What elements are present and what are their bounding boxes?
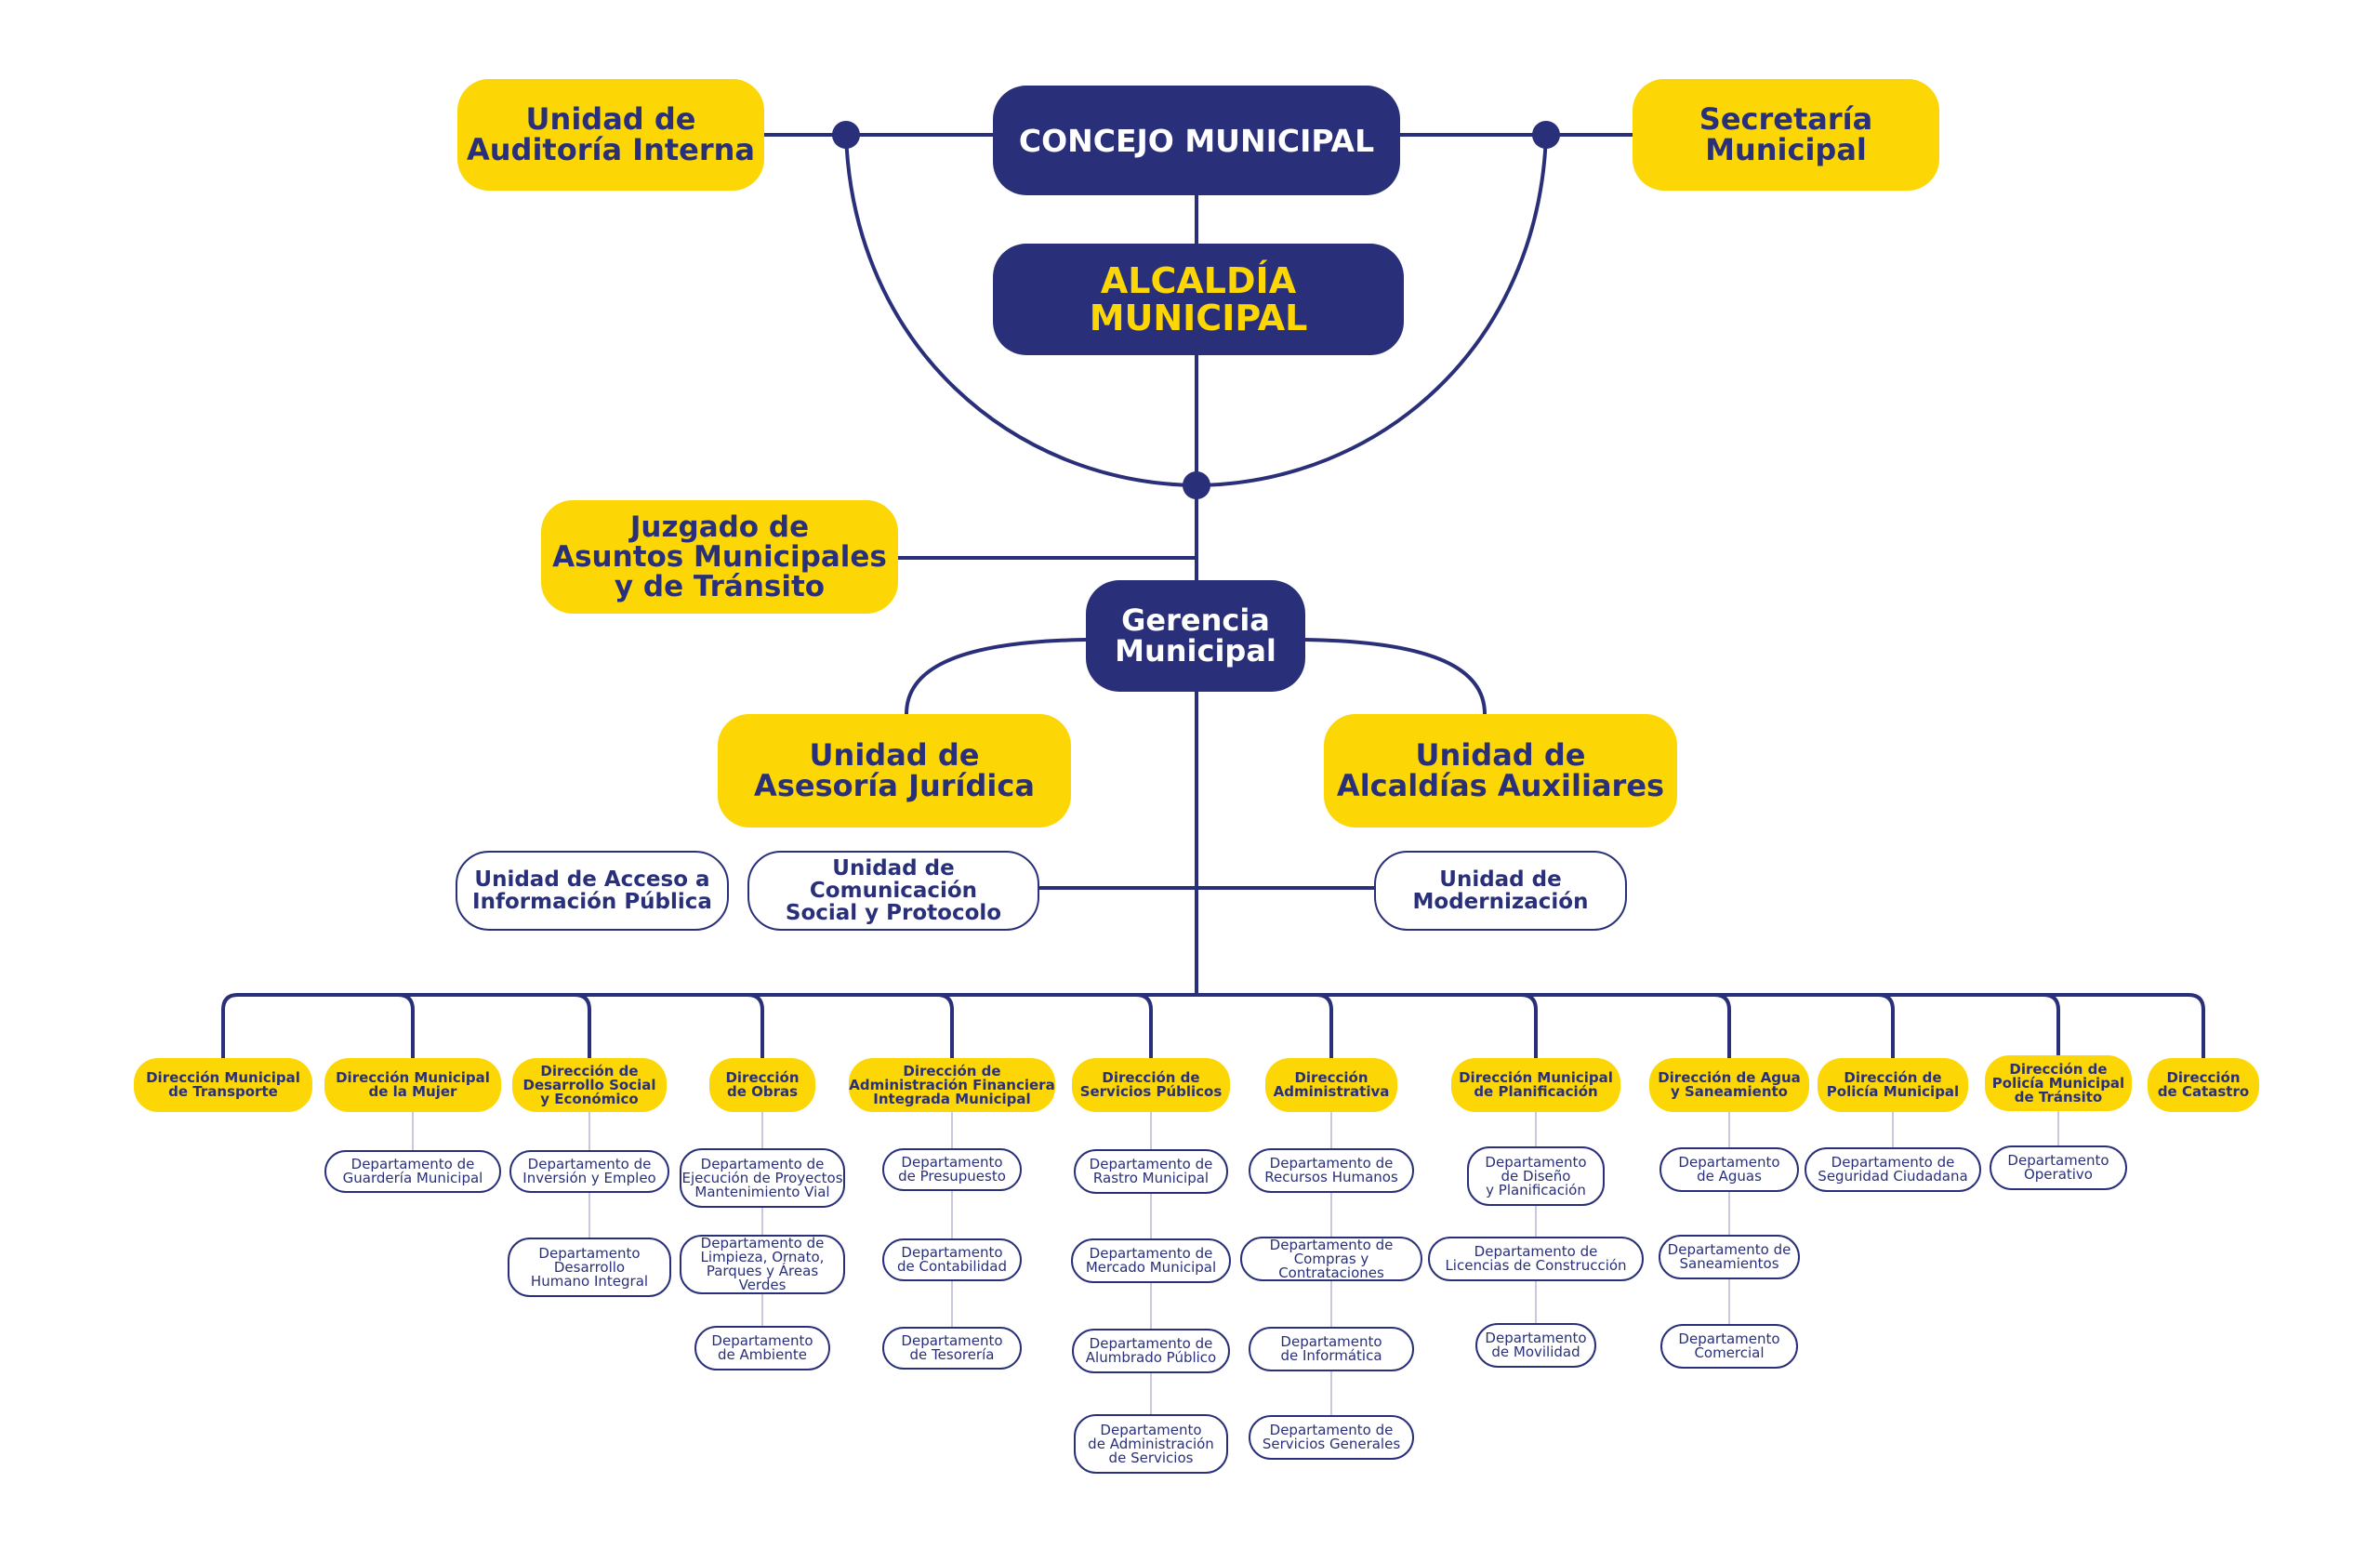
department-box: Departamento de Tesorería bbox=[882, 1327, 1022, 1370]
department-box: Departamento de Inversión y Empleo bbox=[509, 1150, 669, 1193]
department-box: Departamento de Servicios Generales bbox=[1249, 1415, 1414, 1460]
comunicacion-social-box: Unidad de Comunicación Social y Protocol… bbox=[747, 851, 1039, 931]
department-box: Departamento de Diseño y Planificación bbox=[1467, 1146, 1605, 1206]
concejo-municipal-box: CONCEJO MUNICIPAL bbox=[993, 86, 1400, 195]
directions-bus bbox=[221, 993, 2205, 1058]
department-box: Departamento Operativo bbox=[1990, 1145, 2127, 1190]
department-box: Departamento de Presupuesto bbox=[882, 1148, 1022, 1191]
department-box: Departamento de Aguas bbox=[1659, 1147, 1799, 1192]
direction-box: Dirección Municipal de Transporte bbox=[134, 1058, 312, 1112]
gerencia-municipal-box: Gerencia Municipal bbox=[1086, 580, 1305, 692]
direction-box: Dirección de Obras bbox=[709, 1058, 815, 1112]
right-junction-dot bbox=[1532, 121, 1560, 149]
department-box: Departamento de Guardería Municipal bbox=[324, 1150, 501, 1193]
department-box: Departamento de Contabilidad bbox=[882, 1238, 1022, 1281]
department-box: Departamento de Compras y Contrataciones bbox=[1240, 1237, 1422, 1281]
secretaria-municipal-box: Secretaría Municipal bbox=[1633, 79, 1939, 191]
direction-drop bbox=[1135, 993, 1153, 1058]
direction-drop bbox=[1520, 993, 1538, 1058]
asesoria-juridica-box: Unidad de Asesoría Jurídica bbox=[718, 714, 1071, 827]
acceso-informacion-box: Unidad de Acceso a Información Pública bbox=[456, 851, 729, 931]
direction-box: Dirección Municipal de Planificación bbox=[1451, 1058, 1620, 1112]
department-box: Departamento Desarrollo Humano Integral bbox=[508, 1238, 671, 1297]
direction-box: Dirección de Administración Financiera I… bbox=[849, 1058, 1055, 1112]
auxiliares-arc bbox=[1304, 638, 1487, 715]
direction-box: Dirección Municipal de la Mujer bbox=[324, 1058, 501, 1112]
direction-box: Dirección Administrativa bbox=[1265, 1058, 1397, 1112]
alcaldia-municipal-box: ALCALDÍA MUNICIPAL bbox=[993, 244, 1404, 355]
direction-drop bbox=[1316, 993, 1333, 1058]
department-box: Departamento de Alumbrado Público bbox=[1072, 1329, 1230, 1373]
department-box: Departamento Comercial bbox=[1660, 1324, 1798, 1369]
direction-drop bbox=[1713, 993, 1731, 1058]
direction-drop bbox=[1877, 993, 1895, 1058]
right-arc bbox=[1196, 134, 1548, 487]
department-box: Departamento de Rastro Municipal bbox=[1074, 1149, 1228, 1194]
direction-box: Dirección de Catastro bbox=[2148, 1058, 2259, 1112]
department-box: Departamento de Recursos Humanos bbox=[1249, 1148, 1414, 1193]
department-box: Departamento de Mercado Municipal bbox=[1071, 1238, 1231, 1283]
department-box: Departamento de Movilidad bbox=[1475, 1323, 1596, 1368]
direction-drop bbox=[747, 993, 764, 1058]
direction-drop bbox=[397, 993, 415, 1058]
department-box: Departamento de Licencias de Construcció… bbox=[1428, 1237, 1644, 1281]
direction-drop bbox=[936, 993, 954, 1058]
center-junction-dot bbox=[1183, 471, 1210, 499]
department-box: Departamento de Administración de Servic… bbox=[1074, 1414, 1228, 1474]
direction-box: Dirección de Policía Municipal de Tránsi… bbox=[1985, 1055, 2132, 1111]
direction-drop bbox=[574, 993, 591, 1058]
direction-box: Dirección de Desarrollo Social y Económi… bbox=[512, 1058, 667, 1112]
department-box: Departamento de Seguridad Ciudadana bbox=[1805, 1147, 1981, 1192]
alcaldias-auxiliares-box: Unidad de Alcaldías Auxiliares bbox=[1324, 714, 1677, 827]
department-box: Departamento de Ejecución de Proyectos M… bbox=[680, 1148, 845, 1208]
asesoria-arc bbox=[905, 638, 1087, 715]
department-box: Departamento de Ambiente bbox=[694, 1326, 830, 1370]
direction-box: Dirección de Policía Municipal bbox=[1818, 1058, 1968, 1112]
left-arc bbox=[844, 134, 1197, 487]
left-junction-dot bbox=[832, 121, 860, 149]
department-box: Departamento de Informática bbox=[1249, 1327, 1414, 1371]
direction-drop bbox=[2043, 993, 2060, 1055]
direction-box: Dirección de Servicios Públicos bbox=[1072, 1058, 1230, 1112]
auditoria-interna-box: Unidad de Auditoría Interna bbox=[457, 79, 764, 191]
juzgado-box: Juzgado de Asuntos Municipales y de Trán… bbox=[541, 500, 898, 614]
modernizacion-box: Unidad de Modernización bbox=[1374, 851, 1627, 931]
department-box: Departamento de Saneamientos bbox=[1659, 1235, 1800, 1279]
department-box: Departamento de Limpieza, Ornato, Parque… bbox=[680, 1235, 845, 1294]
direction-box: Dirección de Agua y Saneamiento bbox=[1649, 1058, 1809, 1112]
